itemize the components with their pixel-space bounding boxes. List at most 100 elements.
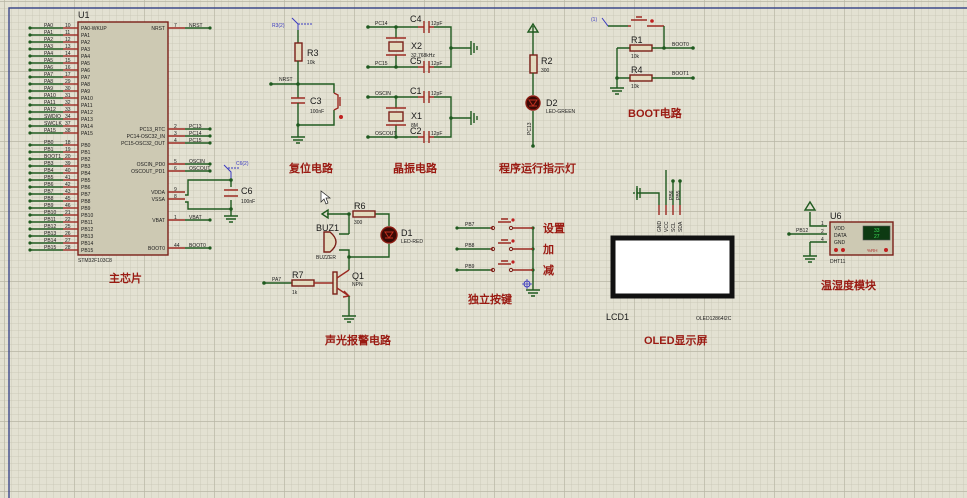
pin-net-label: VBAT bbox=[189, 215, 202, 221]
r1-resistor[interactable] bbox=[629, 44, 653, 52]
boot-circuit[interactable]: (1) R1 10k R4 10k BOOT0 BOOT1 BOOT电路 bbox=[591, 16, 695, 120]
pin-name: PB3 bbox=[81, 164, 91, 170]
key-function-label: 设置 bbox=[543, 221, 565, 235]
dht-display bbox=[862, 225, 891, 241]
pin-name: PB8 bbox=[81, 199, 91, 205]
r3-resistor[interactable] bbox=[294, 42, 303, 62]
reset-title: 复位电路 bbox=[288, 161, 334, 175]
r4-resistor[interactable] bbox=[629, 74, 653, 82]
r6-resistor[interactable] bbox=[352, 210, 376, 218]
x2-crystal[interactable] bbox=[388, 41, 404, 52]
pin-name: PC14-OSC32_IN bbox=[127, 134, 166, 140]
crystal-circuit[interactable]: PC14 PC15 X2 32.768kHz C4 12pF C5 12pF O… bbox=[366, 14, 478, 175]
pin-number: 29 bbox=[65, 79, 71, 85]
c3-ref: C3 bbox=[310, 96, 322, 106]
oled-pin-gnd: GND bbox=[657, 221, 663, 233]
c6-value: 100nF bbox=[241, 199, 255, 205]
pin-net-label: BOOT1 bbox=[44, 154, 61, 160]
oled-screen[interactable] bbox=[610, 235, 735, 299]
c6-group[interactable]: C6(2) C6 100nF bbox=[185, 161, 255, 223]
r7-resistor[interactable] bbox=[291, 279, 315, 287]
pin-number: 1 bbox=[174, 215, 177, 221]
r2-resistor[interactable] bbox=[529, 54, 538, 74]
pin-number: 27 bbox=[65, 238, 71, 244]
dht11-circuit[interactable]: PB12 1 2 4 U6 VDD DATA GND 33 27 %RH DHT… bbox=[787, 200, 894, 292]
boot-switch[interactable] bbox=[628, 16, 664, 27]
pa7-net-label: PA7 bbox=[272, 277, 281, 283]
oled-pin-vcc: VCC bbox=[664, 221, 670, 232]
r6-ref: R6 bbox=[354, 201, 366, 211]
pin-number: 19 bbox=[65, 147, 71, 153]
pin-name: OSCIN_PD0 bbox=[137, 162, 166, 168]
alarm-circuit[interactable]: R6 300 D1 LED-RED BUZ1 BUZZER PA7 R7 1k … bbox=[262, 201, 423, 347]
pin-net-label: PA12 bbox=[44, 107, 56, 113]
pin-name: PA0-WKUP bbox=[81, 26, 107, 32]
c5-value: 12pF bbox=[431, 61, 442, 67]
pin-number: 32 bbox=[65, 100, 71, 106]
pin-net-label: PB7 bbox=[44, 189, 54, 195]
pin-number: 42 bbox=[65, 182, 71, 188]
pin-name: PC13_RTC bbox=[140, 127, 166, 133]
q1-transistor[interactable] bbox=[332, 271, 338, 295]
d2-led-green[interactable] bbox=[525, 95, 541, 111]
pin-net-label: PA3 bbox=[44, 44, 53, 50]
buzzer[interactable] bbox=[323, 231, 337, 253]
d1-led-red[interactable] bbox=[380, 226, 398, 244]
pin-number: 44 bbox=[174, 243, 180, 249]
x1-crystal[interactable] bbox=[388, 111, 404, 122]
oled-circuit[interactable]: PB6 PB5 GND VCC SCL SDA LCD1 OLED12864I2… bbox=[606, 170, 735, 347]
pin-number: 2 bbox=[174, 124, 177, 130]
reset-circuit[interactable]: R3(2) R3 10k NRST C3 100nF 复位电路 bbox=[269, 17, 343, 175]
run-led-circuit[interactable]: R2 300 D2 LED-GREEN PC13 程序运行指示灯 bbox=[499, 22, 576, 175]
reset-button[interactable] bbox=[333, 92, 341, 111]
